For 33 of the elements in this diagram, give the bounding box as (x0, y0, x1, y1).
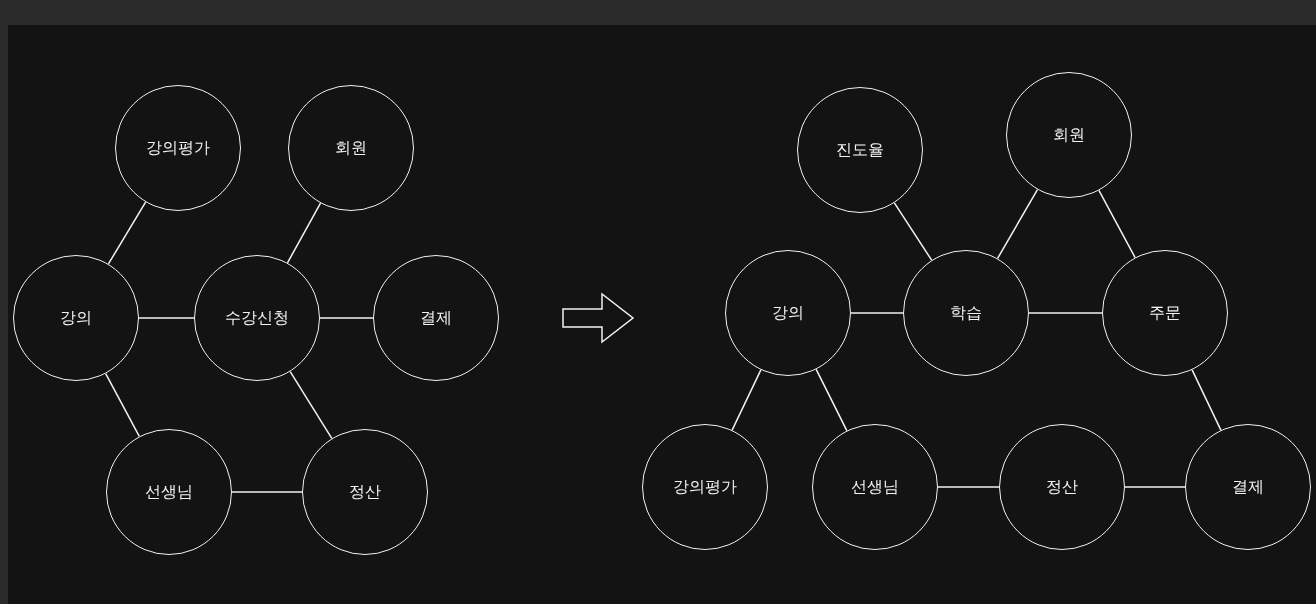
connector-line (1098, 189, 1136, 259)
connector-line (1191, 369, 1222, 431)
node-label: 선생님 (851, 476, 899, 498)
node-label: 강의평가 (673, 476, 737, 498)
node-label: 선생님 (145, 481, 193, 503)
node-label: 회원 (335, 137, 367, 159)
node-label: 정산 (1046, 476, 1078, 498)
node-label: 결제 (420, 307, 452, 329)
connector-line (289, 370, 333, 440)
connector-line (1124, 486, 1186, 488)
node-label: 학습 (950, 302, 982, 324)
node-label: 강의 (60, 307, 92, 329)
node-label: 강의평가 (146, 137, 210, 159)
node-label: 회원 (1053, 124, 1085, 146)
connector-line (286, 202, 322, 264)
node-label: 주문 (1149, 302, 1181, 324)
connector-line (937, 486, 1000, 488)
connector-line (996, 188, 1039, 260)
connector-line (893, 202, 933, 261)
connector-line (104, 372, 141, 438)
node-label: 정산 (349, 481, 381, 503)
node-label: 진도율 (836, 139, 884, 161)
node-label: 강의 (772, 302, 804, 324)
connector-line (850, 312, 904, 314)
connector-line (815, 368, 848, 432)
connector-line (231, 491, 303, 493)
connector-line (107, 201, 147, 265)
connector-line (319, 317, 374, 319)
connector-line (138, 317, 195, 319)
node-label: 수강신청 (225, 307, 289, 329)
connector-line (731, 369, 762, 431)
connector-line (1028, 312, 1103, 314)
node-label: 결제 (1232, 476, 1264, 498)
